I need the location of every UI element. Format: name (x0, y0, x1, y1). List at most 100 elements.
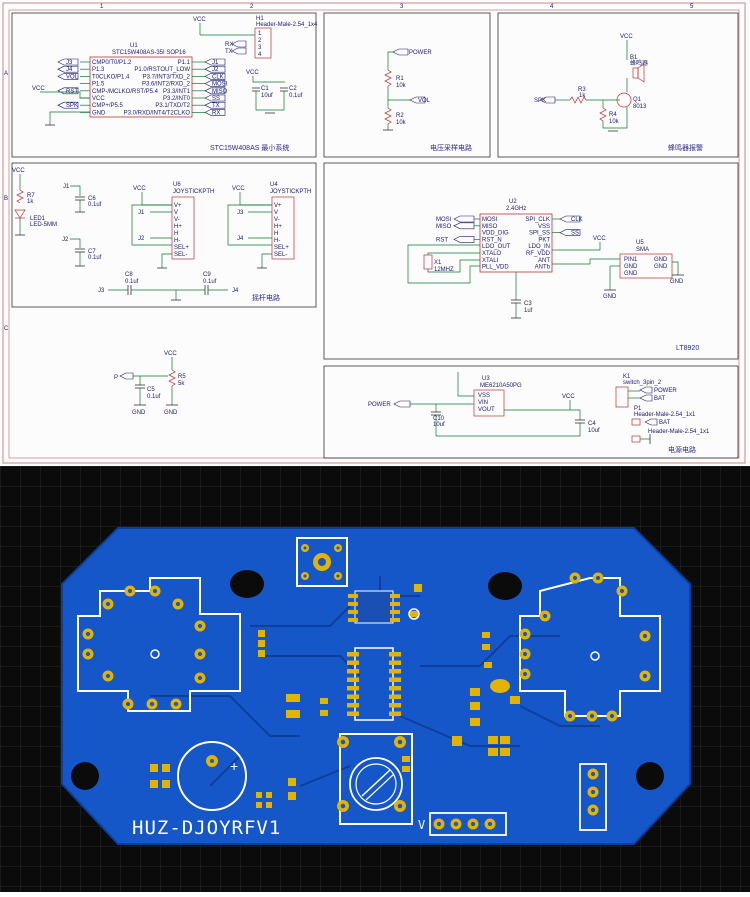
joystick-pin-label: H (274, 231, 278, 237)
joystick-block-title: 摇杆电路 (252, 293, 280, 302)
res-r5-ref: R5 (178, 374, 186, 380)
rf-pin-label: SPI_CLK (525, 217, 550, 223)
res-r5-value: 5k (178, 381, 185, 387)
schematic-canvas: 1 2 3 4 5 A B C VCC H1 Header-Male-2.54_… (2, 2, 746, 464)
res-r4-ref: R4 (609, 112, 617, 118)
transistor-q1 (616, 92, 632, 108)
tact-switch-outline (296, 537, 348, 587)
net-flag (559, 229, 581, 236)
net-j1: J1 (63, 184, 70, 190)
cap-c5-value: 0.1uf (147, 394, 161, 400)
mcu-body (89, 56, 193, 118)
mcu-pin-label: P1.0/RSTOUT_LOW (134, 67, 190, 73)
sma-pin: GND (624, 264, 638, 270)
gnd-label: GND (603, 294, 617, 300)
vcc-label: VCC (232, 186, 245, 192)
vcc-label: VCC (562, 394, 575, 400)
gnd-label: GND (670, 279, 684, 285)
rf-pin-label: SPI_SS (529, 231, 550, 237)
voltage-block: POWER R1 10k VOL R2 10k 电压采样电路 (323, 12, 491, 158)
joystick-pin-label: H- (274, 238, 280, 244)
smd-pad (288, 792, 296, 800)
cap-c3-ref: C3 (524, 301, 532, 307)
smd-pad (320, 710, 328, 716)
smd-pad (347, 669, 359, 674)
rf-block: U2 2.4GHz MOSIMISOVDD_DIGRST_NLDO_OUTXTA… (323, 162, 739, 360)
net-flag (204, 109, 226, 116)
mcu-pin-label: P3.1/TXD/T2 (155, 103, 190, 109)
cap-c2-value: 0.1uf (289, 93, 303, 99)
smd-pad (266, 792, 272, 798)
buzzer-outline (177, 741, 247, 811)
rf-pin-label: XTALO (482, 251, 502, 257)
cap-c3-value: 1uf (524, 308, 533, 314)
mcu-pin-label: T0CLKO/P1.4 (92, 74, 130, 80)
cap-c1-value: 10uf (261, 93, 273, 99)
rf-block-title: LT8920 (676, 345, 699, 352)
led-value: LED-5MM (30, 222, 57, 228)
vcc-label: VCC (133, 186, 146, 192)
net-label: RST (436, 237, 448, 243)
right-joystick-outline (519, 577, 661, 717)
pcb-board (61, 527, 691, 845)
header-pin: 1 (258, 31, 262, 37)
net-label: SPK (66, 103, 78, 109)
buzzer-block: VCC B1 蜂鸣器 SPK R3 1k Q1 8013 R4 10k 蜂鸣器报… (497, 12, 739, 158)
schematic-view: 1 2 3 4 5 A B C VCC H1 Header-Male-2.54_… (2, 2, 746, 464)
smd-pad (266, 802, 272, 808)
net-flag (57, 65, 79, 73)
rf-pin-label: ANT (538, 258, 550, 264)
cap-c4-ref: C4 (588, 421, 596, 427)
smd-pad (347, 677, 359, 682)
header-pin: 4 (258, 52, 262, 58)
smd-pad (490, 679, 510, 693)
cap-c9-ref: C9 (203, 272, 211, 278)
rf-pin-label: RF_VDD (526, 251, 551, 257)
mcu-block-border (11, 12, 317, 158)
vcc-label: VCC (246, 70, 259, 76)
joystick-pin-label: V- (174, 217, 180, 223)
smd-pad (500, 748, 510, 756)
power-block: POWER U3 ME6210A50PG VSS VIN VOUT C10 10… (323, 365, 739, 459)
header-h1-body (254, 27, 272, 59)
rf-pin-label: PLL_VDD (482, 265, 509, 271)
mcu-part: STC15W408AS-35I SOP16 (112, 50, 186, 56)
joystick-pin-label: SEL- (274, 252, 287, 258)
pot-knob (349, 757, 403, 811)
mcu-pin-label: P3.6/INT2/RXD_2 (142, 82, 191, 88)
header-p1-ref: P1 (634, 406, 642, 412)
power-block-title: 电源电路 (668, 445, 696, 454)
vcc-label: VCC (593, 236, 606, 242)
joystick-u6-value: JOYSTICKPTH (173, 189, 214, 195)
ldo-pin: VOUT (478, 407, 495, 413)
net-flag (559, 215, 581, 223)
buzzer-block-border (497, 12, 739, 158)
smd-pad (389, 669, 401, 674)
sma-pin: GND (624, 271, 638, 277)
net-label: MOSI (436, 217, 452, 223)
ldo-u3-ref: U3 (482, 376, 490, 382)
buzzer-block-title: 蜂鸣器报警 (668, 143, 703, 152)
mcu-left-pins: CMP0/T0/P1.2P1.3T0CLKO/P1.4P1.5CMP-/MCLK… (80, 60, 159, 116)
smd-pad (470, 702, 480, 710)
smd-pad (402, 766, 410, 772)
mcu-pin-label: P3.0/RXD/INT4/T2CLKO (124, 110, 191, 116)
smd-pad (414, 584, 422, 592)
cap-c9-value: 0.1uf (203, 279, 217, 285)
smd-pad (452, 736, 462, 746)
battery-header-outline (579, 763, 607, 831)
joystick-u4-pins: V+VV-H+HH-SEL+SEL- (257, 203, 289, 269)
net-vol: VOL (418, 98, 431, 104)
joystick-u6-ref: U6 (173, 182, 181, 188)
smd-pad (348, 618, 358, 622)
net-label: J2 (212, 67, 219, 73)
joystick-pin-label: V+ (174, 203, 182, 209)
pin1-marker (408, 608, 420, 620)
smd-pad (347, 660, 359, 665)
rf-pin-label: LDO_OUT (482, 244, 511, 250)
res-r1-ref: R1 (396, 76, 404, 82)
joystick-u6-pins: V+VV-H+HH-SEL+SEL- (157, 203, 189, 269)
net-label: J4 (66, 67, 73, 73)
joystick-u4-body (271, 196, 295, 260)
